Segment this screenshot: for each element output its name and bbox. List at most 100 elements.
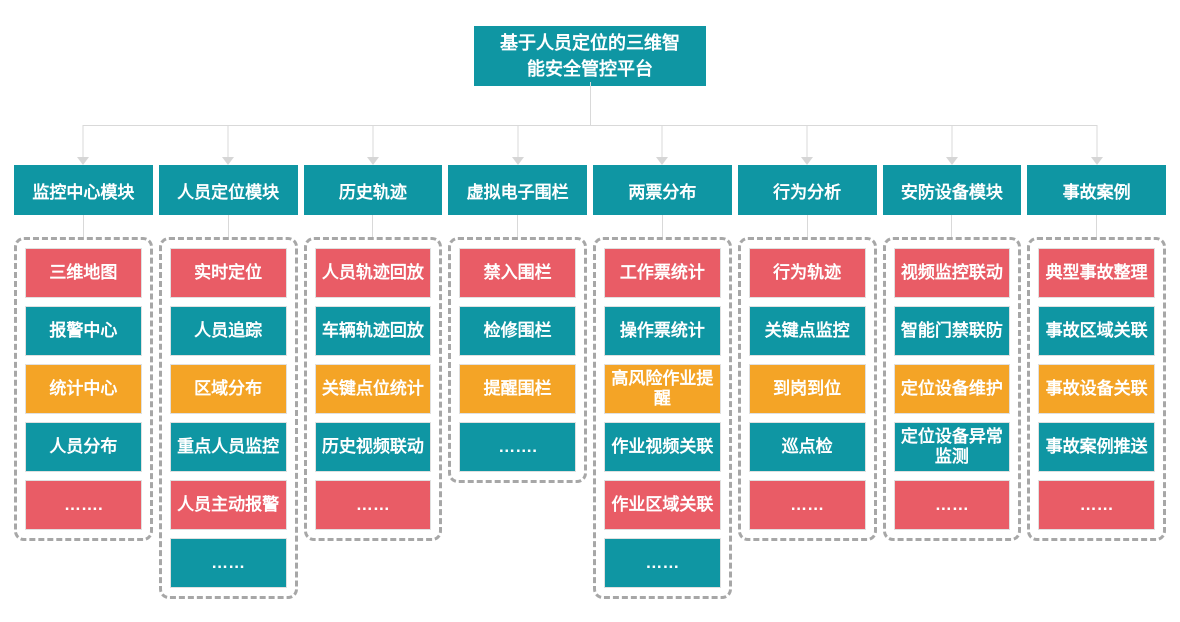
connector-drop — [1027, 125, 1166, 165]
module-item: 人员追踪 — [169, 306, 287, 356]
module-item: 作业区域关联 — [604, 480, 721, 530]
connector-stem-line — [951, 215, 953, 237]
connector-drop — [448, 125, 587, 165]
module-item: 区域分布 — [169, 364, 287, 414]
connector-drop-line — [661, 125, 663, 158]
arrow-down-icon — [656, 157, 669, 165]
connector-horizontal-bar — [83, 125, 1097, 126]
module-items-group: 三维地图报警中心统计中心人员分布 ……. — [14, 237, 153, 541]
connector-drop — [14, 125, 153, 165]
module-item: 高风险作业提醒 — [604, 364, 721, 414]
root-node: 基于人员定位的三维智 能安全管控平台 — [474, 26, 706, 87]
connector-drop — [883, 125, 1022, 165]
module-header: 人员定位模块 — [158, 165, 298, 215]
module-item: 报警中心 — [25, 306, 142, 356]
module-items-group: 视频监控联动智能门禁联防定位设备维护定位设备异常监测 …… — [882, 237, 1022, 541]
arrow-down-icon — [366, 157, 379, 165]
module-items-group: 工作票统计操作票统计高风险作业提醒作业视频关联作业区域关联 …… — [593, 237, 732, 599]
module-header: 安防设备模块 — [882, 165, 1022, 215]
connector-stem-line — [82, 215, 84, 237]
module-item: 统计中心 — [25, 364, 142, 414]
module-header: 历史轨迹 — [303, 165, 443, 215]
module-item: …… — [893, 480, 1011, 530]
module-header: 虚拟电子围栏 — [448, 165, 587, 215]
module-column-6: 安防设备模块 视频监控联动智能门禁联防定位设备维护定位设备异常监测 …… — [882, 125, 1022, 599]
module-item: 车辆轨迹回放 — [314, 306, 432, 356]
connector-drop — [159, 125, 298, 165]
module-item: 智能门禁联防 — [893, 306, 1011, 356]
module-item: ……. — [459, 422, 576, 472]
connector-drop-line — [1096, 125, 1098, 158]
module-item: 巡点检 — [748, 422, 866, 472]
module-header: 行为分析 — [737, 165, 877, 215]
module-item: 检修围栏 — [459, 306, 576, 356]
module-item: 实时定位 — [169, 248, 287, 298]
connector-root-drop-line — [589, 82, 591, 125]
module-items-group: 禁入围栏检修围栏提醒围栏 ……. — [448, 237, 587, 483]
connector-stem-line — [661, 215, 663, 237]
module-item: 行为轨迹 — [748, 248, 866, 298]
module-item: 定位设备维护 — [893, 364, 1011, 414]
module-item: 定位设备异常监测 — [893, 422, 1011, 472]
module-column-7: 事故案例 典型事故整理事故区域关联事故设备关联事故案例推送 …… — [1027, 125, 1166, 599]
module-column-2: 历史轨迹 人员轨迹回放车辆轨迹回放关键点位统计历史视频联动 …… — [303, 125, 443, 599]
module-items-group: 行为轨迹关键点监控到岗到位巡点检 …… — [737, 237, 877, 541]
arrow-down-icon — [222, 157, 235, 165]
connector-drop — [738, 125, 877, 165]
module-items-group: 人员轨迹回放车辆轨迹回放关键点位统计历史视频联动 …… — [303, 237, 443, 541]
module-item: 关键点位统计 — [314, 364, 432, 414]
connector-drop — [304, 125, 443, 165]
module-item: 典型事故整理 — [1038, 248, 1155, 298]
connector-drop-line — [82, 125, 84, 158]
module-item: …… — [314, 480, 432, 530]
module-item: 事故区域关联 — [1038, 306, 1155, 356]
module-item: 工作票统计 — [604, 248, 721, 298]
module-column-5: 行为分析 行为轨迹关键点监控到岗到位巡点检 …… — [737, 125, 877, 599]
module-header: 事故案例 — [1027, 165, 1166, 215]
module-item: 重点人员监控 — [169, 422, 287, 472]
module-item: 三维地图 — [25, 248, 142, 298]
connector-drop-line — [806, 125, 808, 158]
module-item: 事故设备关联 — [1038, 364, 1155, 414]
module-header: 监控中心模块 — [14, 165, 153, 215]
arrow-down-icon — [1090, 157, 1103, 165]
module-column-3: 虚拟电子围栏 禁入围栏检修围栏提醒围栏 ……. — [448, 125, 587, 599]
connector-drop-line — [517, 125, 519, 158]
module-items-group: 典型事故整理事故区域关联事故设备关联事故案例推送 …… — [1027, 237, 1166, 541]
connector-stem-line — [372, 215, 374, 237]
module-item: 关键点监控 — [748, 306, 866, 356]
module-item: 事故案例推送 — [1038, 422, 1155, 472]
module-item: 人员主动报警 — [169, 480, 287, 530]
module-item: 作业视频关联 — [604, 422, 721, 472]
connector-stem-line — [227, 215, 229, 237]
module-item: 到岗到位 — [748, 364, 866, 414]
module-column-4: 两票分布 工作票统计操作票统计高风险作业提醒作业视频关联作业区域关联 …… — [593, 125, 732, 599]
module-item: 提醒围栏 — [459, 364, 576, 414]
arrow-down-icon — [801, 157, 814, 165]
connector-drop — [593, 125, 732, 165]
columns-row: 监控中心模块 三维地图报警中心统计中心人员分布……. 人员定位模块 实时定位人员… — [14, 125, 1166, 599]
module-item: 人员轨迹回放 — [314, 248, 432, 298]
connector-drop-line — [227, 125, 229, 158]
module-header: 两票分布 — [593, 165, 732, 215]
module-item: 禁入围栏 — [459, 248, 576, 298]
connector-drop-line — [951, 125, 953, 158]
connector-stem-line — [806, 215, 808, 237]
module-item: …… — [169, 538, 287, 588]
module-item: …… — [604, 538, 721, 588]
module-item: 历史视频联动 — [314, 422, 432, 472]
module-items-group: 实时定位人员追踪区域分布重点人员监控人员主动报警 …… — [158, 237, 298, 599]
arrow-down-icon — [945, 157, 958, 165]
connector-drop-line — [372, 125, 374, 158]
module-item: 操作票统计 — [604, 306, 721, 356]
arrow-down-icon — [511, 157, 524, 165]
module-item: …… — [1038, 480, 1155, 530]
module-item: 视频监控联动 — [893, 248, 1011, 298]
connector-stem-line — [517, 215, 519, 237]
module-item: 人员分布 — [25, 422, 142, 472]
arrow-down-icon — [77, 157, 90, 165]
module-item: …… — [748, 480, 866, 530]
module-column-0: 监控中心模块 三维地图报警中心统计中心人员分布 ……. — [14, 125, 153, 599]
module-item: ……. — [25, 480, 142, 530]
